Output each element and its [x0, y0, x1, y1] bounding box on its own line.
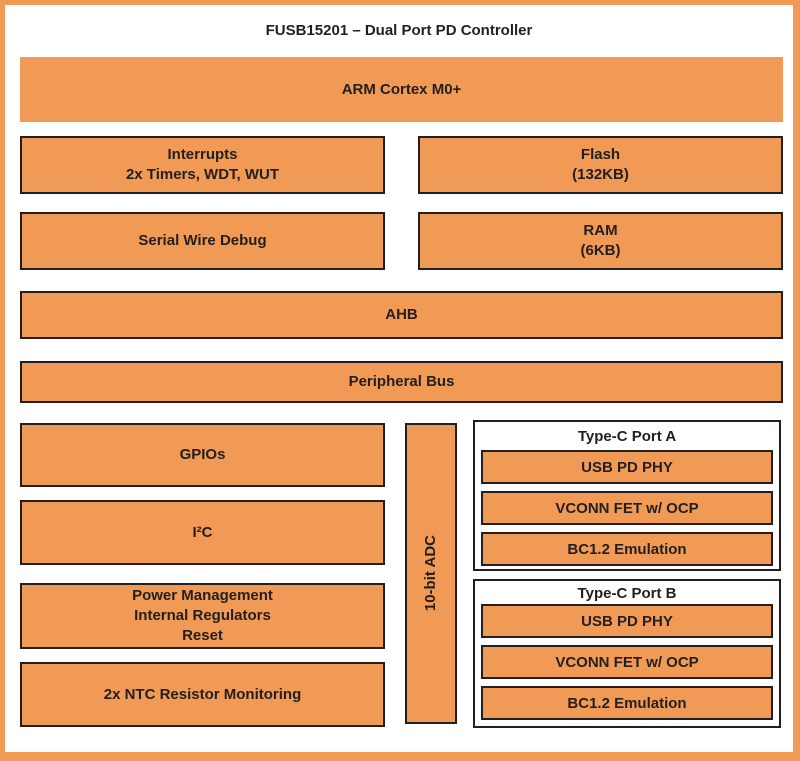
- port-b-bc12-emulation: BC1.2 Emulation: [481, 686, 773, 720]
- adc-vertical-label: 10-bit ADC: [422, 535, 439, 612]
- block-gpios: GPIOs: [20, 423, 385, 487]
- block-interrupts-timers: Interrupts 2x Timers, WDT, WUT: [20, 136, 385, 194]
- block-ahb-bus: AHB: [20, 291, 783, 339]
- block-10bit-adc: 10-bit ADC: [405, 423, 457, 724]
- typec-port-b-title: Type-C Port B: [577, 585, 677, 602]
- typec-port-a-title: Type-C Port A: [577, 428, 677, 445]
- port-b-vconn-fet: VCONN FET w/ OCP: [481, 645, 773, 679]
- typec-port-a-group: Type-C Port A USB PD PHY VCONN FET w/ OC…: [473, 420, 781, 571]
- typec-port-b-group: Type-C Port B USB PD PHY VCONN FET w/ OC…: [473, 579, 781, 728]
- block-peripheral-bus: Peripheral Bus: [20, 361, 783, 403]
- port-a-vconn-fet: VCONN FET w/ OCP: [481, 491, 773, 525]
- block-ram: RAM (6KB): [418, 212, 783, 270]
- diagram-title: FUSB15201 – Dual Port PD Controller: [265, 22, 533, 39]
- port-a-bc12-emulation: BC1.2 Emulation: [481, 532, 773, 566]
- block-flash: Flash (132KB): [418, 136, 783, 194]
- block-i2c: I²C: [20, 500, 385, 565]
- block-ntc-monitoring: 2x NTC Resistor Monitoring: [20, 662, 385, 727]
- block-power-management: Power Management Internal Regulators Res…: [20, 583, 385, 649]
- block-arm-cortex-m0: ARM Cortex M0+: [20, 57, 783, 122]
- port-b-usb-pd-phy: USB PD PHY: [481, 604, 773, 638]
- port-a-usb-pd-phy: USB PD PHY: [481, 450, 773, 484]
- block-serial-wire-debug: Serial Wire Debug: [20, 212, 385, 270]
